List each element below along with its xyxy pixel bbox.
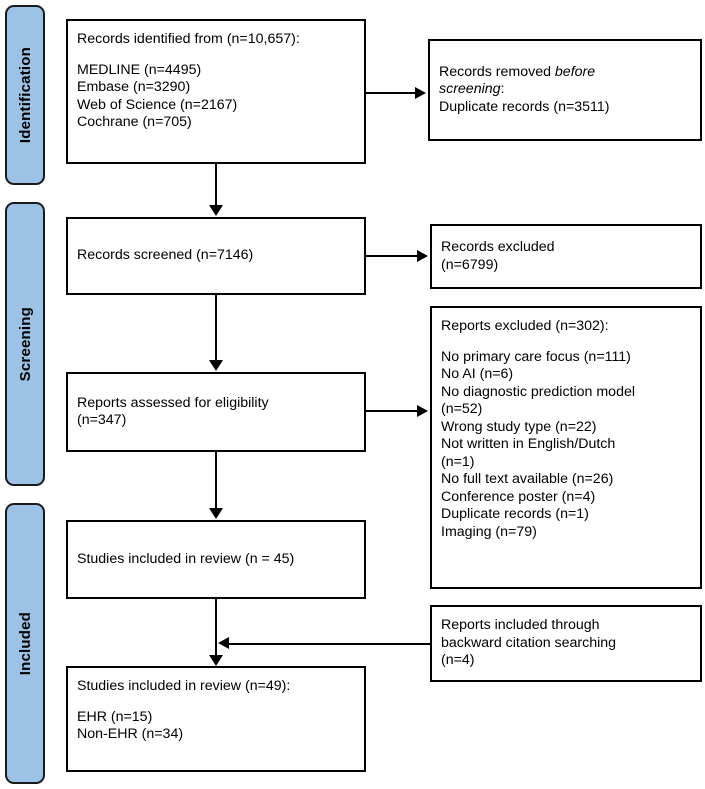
reports-excluded-reason-4: Wrong study type (n=22) — [441, 418, 597, 435]
records-screened-line1: Records screened (n=7146) — [77, 247, 254, 264]
reports-excluded-reason-2: No diagnostic prediction model — [441, 383, 636, 400]
connector-included-review-to-final — [215, 599, 217, 657]
box-reports-excluded: Reports excluded (n=302): No primary car… — [430, 306, 702, 589]
box-studies-included-final: Studies included in review (n=49): EHR (… — [66, 666, 366, 772]
studies-included-final-ehr: EHR (n=15) — [77, 708, 153, 725]
records-removed-italic-screening: screening — [439, 81, 501, 98]
arrowhead-included-review-to-final — [209, 655, 223, 666]
reports-backward-line2: backward citation searching — [441, 634, 617, 651]
records-identified-source-wos: Web of Science (n=2167) — [77, 96, 238, 113]
reports-excluded-spacer — [441, 336, 691, 349]
arrowhead-identified-to-screened — [209, 205, 223, 216]
reports-excluded-reason-8: Conference poster (n=4) — [441, 488, 596, 505]
records-identified-heading: Records identified from (n=10,657): — [77, 31, 300, 47]
stage-label-included: Included — [16, 611, 34, 676]
box-reports-assessed: Reports assessed for eligibility (n=347) — [66, 372, 366, 452]
studies-included-review-line1: Studies included in review (n = 45) — [77, 550, 295, 567]
box-reports-backward-citation: Reports included through backward citati… — [430, 605, 702, 682]
reports-backward-line3: (n=4) — [441, 652, 475, 669]
reports-backward-line1: Reports included through — [441, 617, 600, 634]
arrowhead-identified-to-removed — [415, 86, 426, 99]
records-identified-source-embase: Embase (n=3290) — [77, 79, 191, 95]
records-identified-source-cochrane: Cochrane (n=705) — [77, 114, 192, 130]
reports-excluded-reason-9: Duplicate records (n=1) — [441, 506, 589, 522]
stage-label-identification: Identification — [16, 46, 34, 144]
stage-bar-identification: Identification — [5, 5, 45, 185]
arrowhead-backward-to-trunk — [218, 637, 229, 649]
records-identified-source-medline: MEDLINE (n=4495) — [77, 61, 202, 78]
stage-bar-included: Included — [5, 503, 45, 784]
reports-excluded-reason-3: (n=52) — [441, 401, 483, 417]
arrowhead-screened-to-assessed — [209, 360, 223, 371]
box-studies-included-review: Studies included in review (n = 45) — [66, 520, 366, 599]
connector-identified-to-screened — [215, 164, 217, 207]
records-removed-line1: Records removed before — [439, 64, 691, 82]
connector-backward-to-trunk — [229, 643, 430, 645]
records-identified-spacer — [77, 49, 355, 62]
reports-excluded-reason-10: Imaging (n=79) — [441, 523, 537, 540]
records-excluded-line2: (n=6799) — [441, 256, 499, 273]
records-excluded-line1: Records excluded — [441, 239, 555, 255]
reports-excluded-reason-1: No AI (n=6) — [441, 366, 514, 382]
connector-assessed-to-included-review — [215, 452, 217, 510]
reports-assessed-line1: Reports assessed for eligibility — [77, 394, 269, 411]
records-removed-italic-before: before — [554, 63, 596, 80]
reports-excluded-reason-5: Not written in English/Dutch — [441, 436, 616, 452]
stage-bar-screening: Screening — [5, 202, 45, 486]
reports-excluded-reason-6: (n=1) — [441, 453, 475, 470]
arrowhead-assessed-to-reports-excluded — [417, 404, 428, 417]
connector-backward-drop — [429, 643, 431, 644]
records-removed-colon: : — [500, 81, 505, 98]
records-removed-prefix: Records removed — [439, 63, 555, 80]
arrowhead-screened-to-excluded — [417, 249, 428, 262]
records-removed-line3: Duplicate records (n=3511) — [439, 98, 610, 115]
studies-included-final-spacer — [77, 696, 355, 709]
connector-screened-to-assessed — [215, 295, 217, 362]
reports-assessed-line2: (n=347) — [77, 412, 127, 428]
reports-excluded-reason-7: No full text available (n=26) — [441, 471, 614, 487]
connector-screened-to-excluded — [366, 255, 419, 257]
box-records-removed: Records removed before screening: Duplic… — [428, 39, 702, 141]
records-removed-line2: screening: — [439, 81, 691, 99]
studies-included-final-nonehr: Non-EHR (n=34) — [77, 726, 184, 742]
connector-assessed-to-reports-excluded — [366, 410, 419, 412]
box-records-identified: Records identified from (n=10,657): MEDL… — [66, 19, 366, 164]
box-records-excluded: Records excluded (n=6799) — [430, 224, 702, 289]
arrowhead-assessed-to-included-review — [209, 508, 223, 519]
reports-excluded-reason-0: No primary care focus (n=111) — [441, 348, 631, 365]
reports-excluded-heading: Reports excluded (n=302): — [441, 318, 609, 334]
stage-label-screening: Screening — [16, 306, 34, 382]
connector-identified-to-removed — [366, 92, 417, 94]
box-records-screened: Records screened (n=7146) — [66, 217, 366, 295]
studies-included-final-heading: Studies included in review (n=49): — [77, 678, 291, 694]
